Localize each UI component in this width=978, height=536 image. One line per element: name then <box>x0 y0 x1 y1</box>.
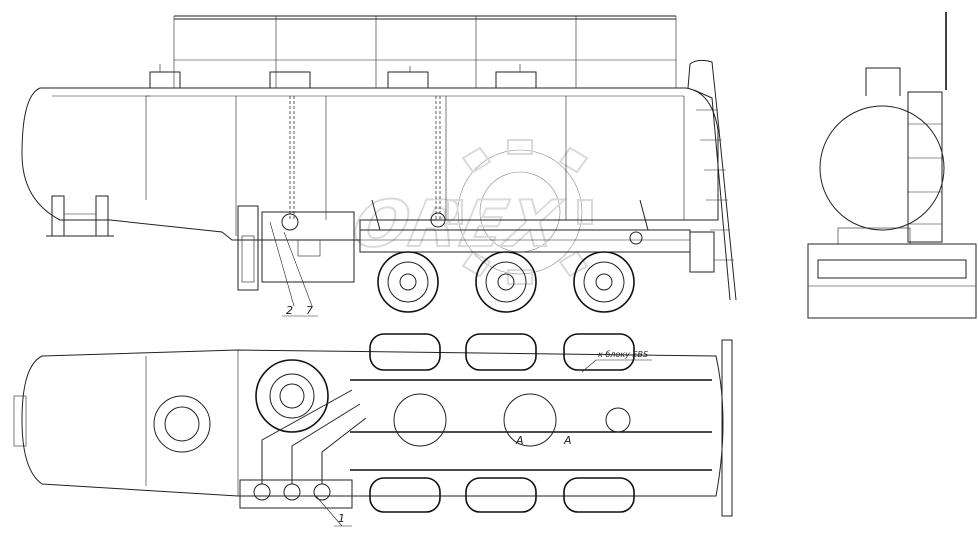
ebs-note: к блоку EBS <box>581 350 652 373</box>
side-handrail <box>173 15 677 88</box>
plan-manifold <box>239 389 367 509</box>
side-wheel-2 <box>475 251 537 313</box>
side-landing-gear <box>46 195 114 237</box>
callout-label-2: 2 <box>286 304 293 317</box>
side-wheel-3 <box>573 251 635 313</box>
watermark-gear-icon <box>447 139 593 285</box>
side-ladder <box>687 59 737 301</box>
plan-callout-1: 1 <box>315 495 352 527</box>
side-wheel-1 <box>377 251 439 313</box>
plan-axles <box>350 379 712 471</box>
axle-mark-2: A <box>563 434 572 447</box>
axle-mark-1: A <box>515 434 524 447</box>
side-tank-body <box>21 87 719 241</box>
side-hatches <box>149 64 537 88</box>
side-equipment-box <box>237 205 355 291</box>
side-rear-frame <box>359 199 715 273</box>
rear-view <box>807 12 977 319</box>
plan-tyres-top <box>369 333 635 371</box>
side-view: 2 7 <box>21 15 737 317</box>
plan-tyres-bottom <box>369 477 635 513</box>
watermark: OREX <box>345 139 593 285</box>
plan-view: к блоку EBS A A 1 <box>13 333 733 527</box>
callout-label-7: 7 <box>306 304 313 317</box>
callout-label-1: 1 <box>338 512 345 525</box>
watermark-text: OREX <box>346 188 568 262</box>
side-callouts: 2 7 <box>269 221 318 317</box>
ebs-note-label: к блоку EBS <box>598 350 648 359</box>
